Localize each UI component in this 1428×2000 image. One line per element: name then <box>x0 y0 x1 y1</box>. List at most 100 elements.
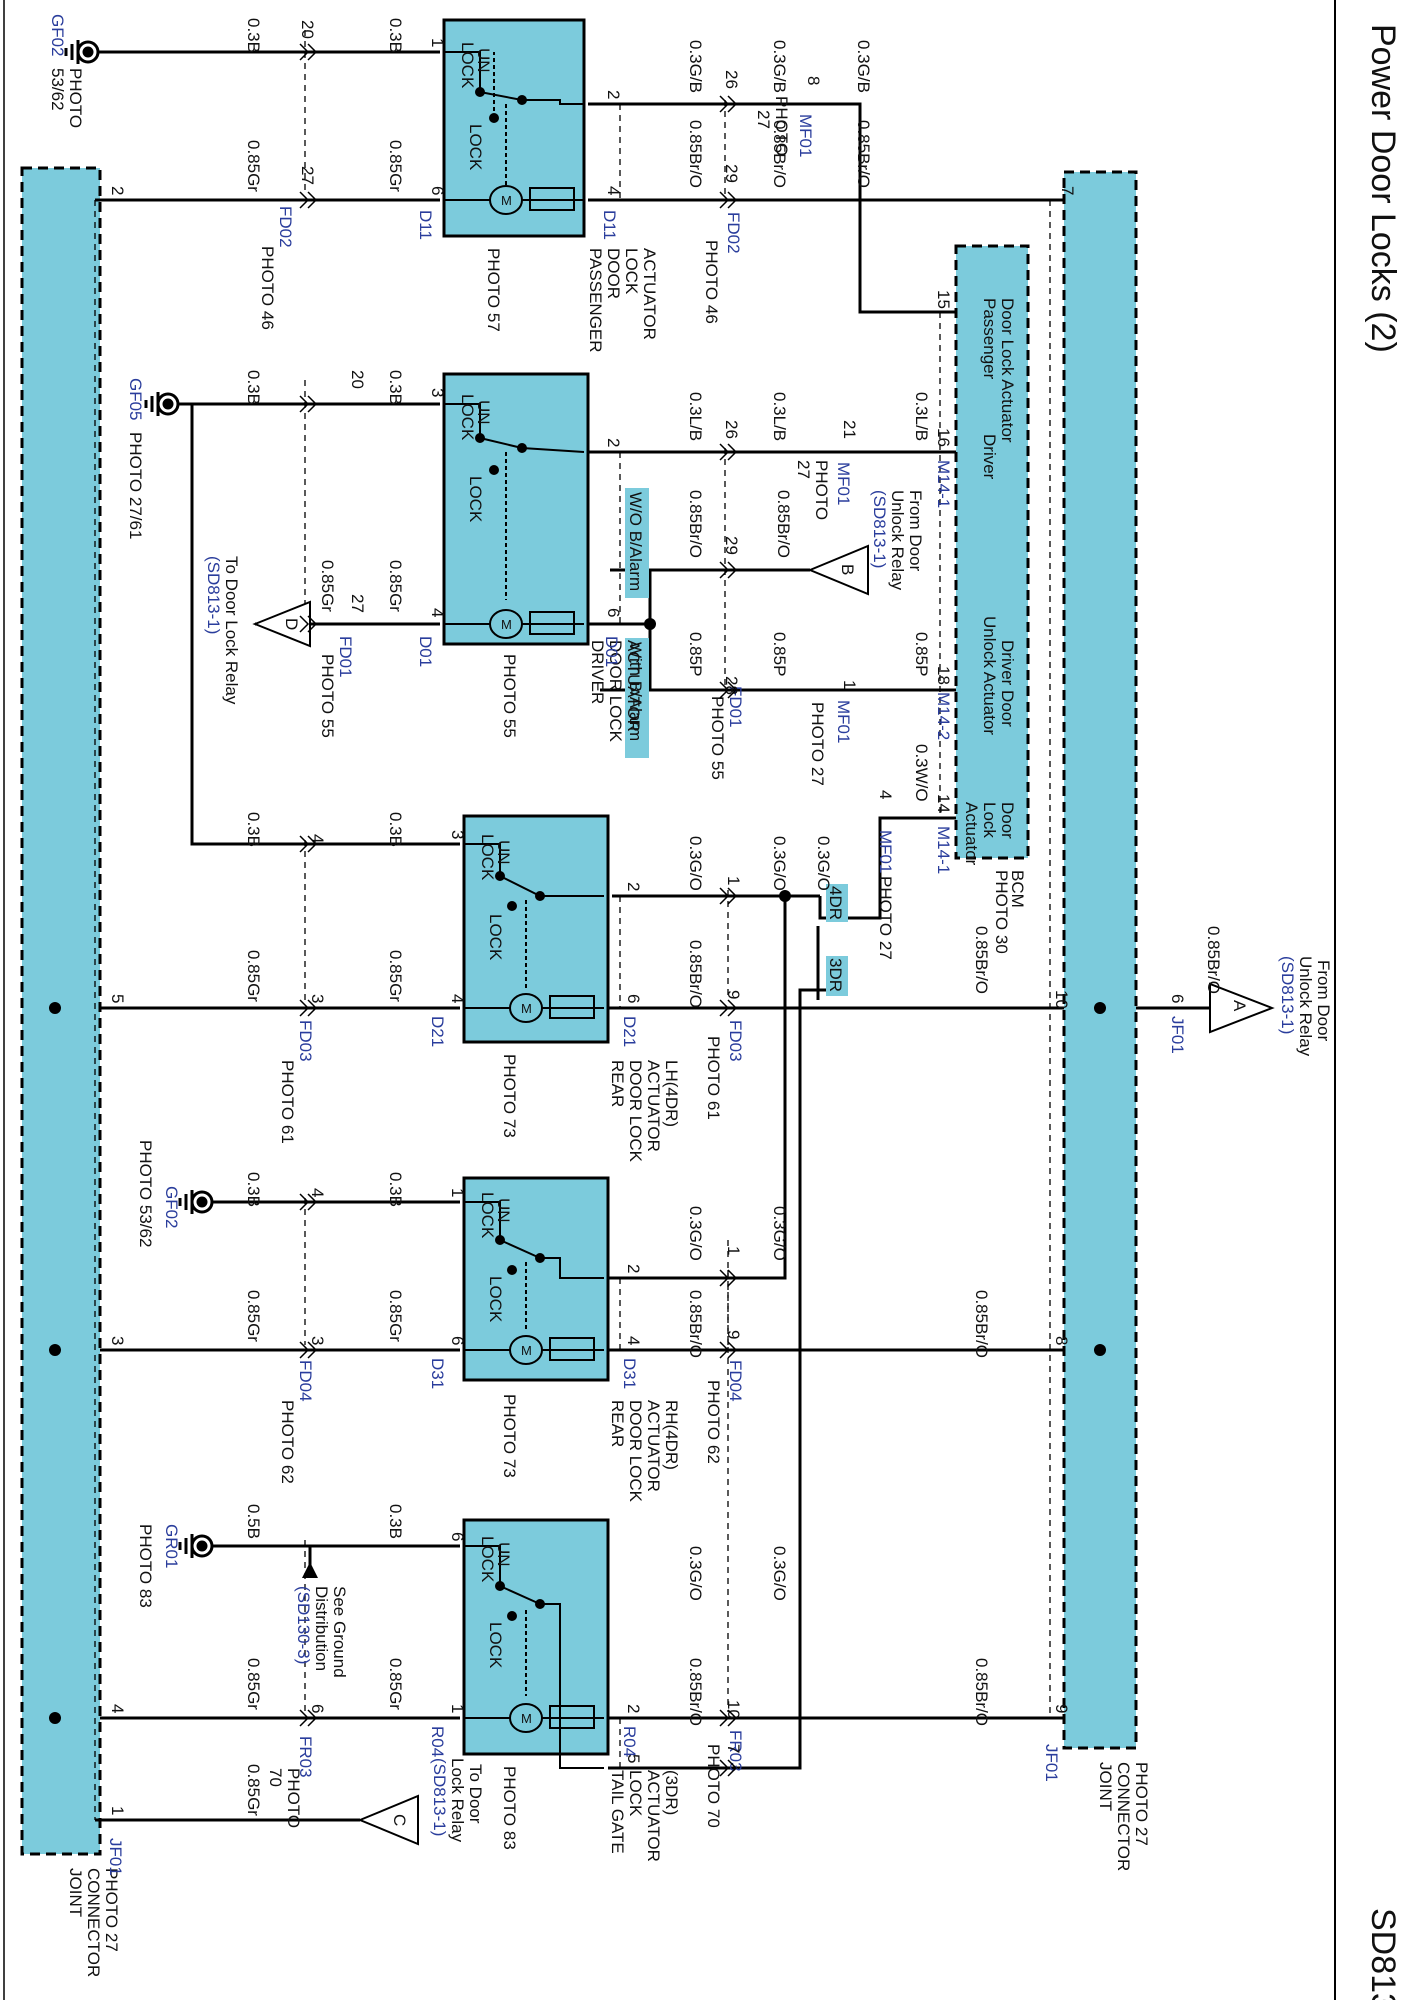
conn-fr03-left: FR03 <box>296 1736 315 1778</box>
pin-number: 3 <box>428 388 447 397</box>
bcm-driver-door-2: Unlock Actuator <box>980 616 999 735</box>
page-code: SD813-2 <box>1364 1908 1402 2000</box>
ground-gr01: GR01 <box>162 1524 181 1568</box>
pin-number: 20 <box>298 20 317 39</box>
rear-rh-conn-d31-b: D31 <box>620 1358 639 1389</box>
wire-label: 0.85Br/O <box>854 120 873 188</box>
pin-number: 29 <box>722 536 741 555</box>
switch-lock-label: LOCK <box>486 914 505 961</box>
ref-b-l2: Unlock Relay <box>888 490 907 591</box>
wire-label: 0.3G/O <box>686 1206 705 1261</box>
tailgate-actuator-photo: PHOTO 83 <box>500 1766 519 1850</box>
driver-conn-d01-b: D01 <box>602 636 621 667</box>
ground-gr01-photo: PHOTO 83 <box>136 1524 155 1608</box>
photo27-b1: PHOTO <box>812 460 831 520</box>
photo27-a2: 27 <box>754 110 773 129</box>
switch-un-label: UN <box>494 840 513 865</box>
pin-number: 6 <box>448 1532 467 1541</box>
bcm-driver-door-1: Driver Door <box>998 640 1017 727</box>
motor-label: M <box>521 1001 532 1016</box>
wire-label: 0.3B <box>386 1172 405 1207</box>
wire-label: 0.3B <box>386 18 405 53</box>
ground-gf02-mid: GF02 <box>162 1186 181 1229</box>
ref-a-l2: Unlock Relay <box>1296 956 1315 1057</box>
pin-number: 4 <box>624 1336 643 1345</box>
driver-conn-d01: D01 <box>416 636 435 667</box>
pin-number: 2 <box>624 1264 643 1273</box>
conn-fd04-left: FD04 <box>296 1360 315 1402</box>
switch-lock-label: LOCK <box>466 476 485 523</box>
photo70-left-1: PHOTO <box>284 1768 303 1828</box>
motor-label: M <box>521 1343 532 1358</box>
wire-label: 0.85Gr <box>318 560 337 612</box>
pin-number: 9 <box>724 1330 743 1339</box>
pin-number: 1 <box>428 38 447 47</box>
passenger-conn-d11: D11 <box>416 210 435 240</box>
conn-fd04-right: FD04 <box>726 1360 745 1402</box>
pin-number: 9 <box>1052 1704 1071 1713</box>
wire-label: 0.85P <box>686 632 705 676</box>
wire-label: 0.3G/O <box>770 1206 789 1261</box>
wire-label: 0.3B <box>386 812 405 847</box>
wire-label: 0.85Br/O <box>686 490 705 558</box>
wire-label: 0.85Br/O <box>686 1658 705 1726</box>
passenger-actuator-photo: PHOTO 57 <box>484 248 503 332</box>
ref-c-triangle <box>357 1794 419 1846</box>
conn-mf01-4: MF01 <box>876 830 895 873</box>
wire-label: 0.3W/O <box>912 744 931 802</box>
pin-number: 29 <box>722 164 741 183</box>
rear-rh-actuator-name: REAR DOOR LOCK ACTUATOR RH(4DR) <box>608 1400 681 1507</box>
wire-label: 0.85Gr <box>244 950 263 1002</box>
bcm-door-lock-1: Door <box>998 802 1017 839</box>
tailgate-conn-r04-b: R04 <box>620 1726 639 1757</box>
switch-lock-label: LOCK <box>458 394 477 441</box>
bcm-door-lock-2: Lock <box>980 802 999 838</box>
pin-number: 1 <box>840 680 859 689</box>
photo70-right: PHOTO 70 <box>704 1744 723 1828</box>
pin-number: 20 <box>348 370 367 389</box>
conn-mf01-1: MF01 <box>796 114 815 157</box>
conn-fd01-right: FD01 <box>726 686 745 728</box>
wire-label: 0.85Gr <box>244 1764 263 1816</box>
wire-label: 0.3L/B <box>912 392 931 441</box>
pin-number: 10 <box>724 1700 743 1719</box>
conn-fd03-left: FD03 <box>296 1020 315 1062</box>
page-title: Power Door Locks (2) <box>1364 24 1402 353</box>
pin-number: 27 <box>298 166 317 185</box>
photo62-right: PHOTO 62 <box>704 1380 723 1464</box>
pin-number: 1 <box>724 876 743 885</box>
rear-door-lock-actuator-lh <box>462 814 610 1044</box>
wire-label: 0.85Br/O <box>686 1290 705 1358</box>
ground-dist-1: See Ground <box>330 1586 349 1678</box>
ground-gf02-top-photo: PHOTO <box>66 68 85 128</box>
conn-fd03-right: FD03 <box>726 1020 745 1062</box>
ref-b-l1: From Door <box>906 490 925 572</box>
pin-number: 2 <box>624 1704 643 1713</box>
conn-mf01-2: MF01 <box>834 462 853 505</box>
ref-d-l1: To Door Lock Relay <box>222 556 241 705</box>
pin-number: 10 <box>1052 990 1071 1009</box>
wire-label: 0.3G/O <box>770 1546 789 1601</box>
photo61-right: PHOTO 61 <box>704 1036 723 1120</box>
ground-dist-3: (SD130-3) <box>294 1586 313 1664</box>
pin-number: 2 <box>604 90 623 99</box>
switch-lock-label: LOCK <box>478 834 497 881</box>
rear-lh-actuator-photo: PHOTO 73 <box>500 1054 519 1138</box>
bcm-title: Door Lock Actuator <box>998 298 1017 443</box>
switch-un-label: UN <box>474 48 493 73</box>
wire-label: 0.85P <box>770 632 789 676</box>
wire-label: 0.3G/O <box>814 836 833 891</box>
rear-lh-actuator-name: REAR DOOR LOCK ACTUATOR LH(4DR) <box>608 1060 681 1167</box>
conn-jf01-a: JF01 <box>1168 1016 1187 1054</box>
joint-connector-left-label: JOINT CONNECTOR PHOTO 27 <box>66 1868 121 1982</box>
ref-b-l3: (SD813-1) <box>870 490 889 568</box>
ground-gf02-mid-photo: PHOTO 53/62 <box>136 1140 155 1247</box>
pin-number: 1 <box>108 1806 127 1815</box>
rear-lh-conn-d21-b: D21 <box>620 1016 639 1047</box>
bcm-pin-15: 15 <box>934 290 953 309</box>
wire-label: 0.85Gr <box>386 560 405 612</box>
wire-label: 0.85Gr <box>386 140 405 192</box>
photo27-a1: PHOTO <box>772 96 791 156</box>
photo46-left: PHOTO 46 <box>258 246 277 330</box>
switch-un-label: UN <box>494 1198 513 1223</box>
